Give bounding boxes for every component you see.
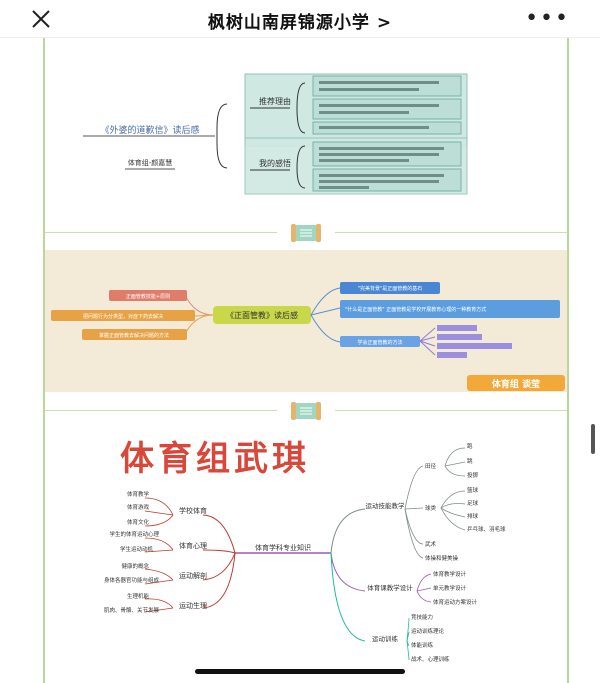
svg-text:把问题行为分类型，对症下药去解决: 把问题行为分类型，对症下药去解决 xyxy=(83,313,163,320)
svg-text:武术: 武术 xyxy=(425,540,437,548)
svg-text:体育教学: 体育教学 xyxy=(127,490,150,498)
svg-text:体育心理: 体育心理 xyxy=(179,541,207,550)
svg-text:健康的概念: 健康的概念 xyxy=(121,562,149,570)
svg-text:田径: 田径 xyxy=(425,462,437,470)
home-indicator xyxy=(195,669,405,674)
scrollbar[interactable] xyxy=(591,424,595,454)
svg-text:体能训练: 体能训练 xyxy=(411,641,434,649)
svg-text:体育教学设计: 体育教学设计 xyxy=(433,570,467,578)
svg-text:运动训练理论: 运动训练理论 xyxy=(411,627,445,635)
svg-text:运动生理: 运动生理 xyxy=(179,601,207,610)
mindmap-image-1: 《外婆的道歉信》读后感 体育组-颜嘉慧 推荐理由 我的感悟 xyxy=(83,73,468,195)
svg-text:身体各器官功能与组成: 身体各器官功能与组成 xyxy=(104,576,160,584)
mindmap-title: 体育组武琪 xyxy=(120,439,310,479)
svg-text:战术、心理训练: 战术、心理训练 xyxy=(411,655,450,663)
mindmap-image-2: 《正面管教》读后感 正面管教技能+原则 把问题行为分类型，对症下药去解决 掌握正… xyxy=(45,250,567,392)
svg-text:运动解剖: 运动解剖 xyxy=(179,571,207,580)
scroll-ornament-icon xyxy=(291,224,321,242)
section-divider xyxy=(45,218,567,248)
mindmap-center-label: 《外婆的道歉信》读后感 xyxy=(100,124,199,136)
scroll-ornament-icon xyxy=(291,402,321,420)
svg-text:体育课教学设计: 体育课教学设计 xyxy=(367,583,413,592)
svg-text:学生运动动机: 学生运动动机 xyxy=(120,545,154,553)
svg-text:投掷: 投掷 xyxy=(467,471,479,479)
top-bar: 枫树山南屏锦源小学 > ••• xyxy=(0,0,600,38)
svg-text:正面管教技能+原则: 正面管教技能+原则 xyxy=(126,293,170,300)
svg-text:体育游戏: 体育游戏 xyxy=(127,503,150,511)
svg-text:体操和健美操: 体操和健美操 xyxy=(425,554,459,562)
svg-text:体育文化: 体育文化 xyxy=(127,518,150,526)
svg-text:运动技能教学: 运动技能教学 xyxy=(366,501,406,510)
svg-text:球类: 球类 xyxy=(425,504,437,512)
close-icon[interactable] xyxy=(30,8,52,30)
section-divider xyxy=(45,396,567,426)
branch-label: 推荐理由 xyxy=(259,96,291,106)
svg-text:掌握正面管教去解决问题的方法: 掌握正面管教去解决问题的方法 xyxy=(99,332,169,339)
svg-text:乒乓球、羽毛球: 乒乓球、羽毛球 xyxy=(467,525,506,533)
svg-text:篮球: 篮球 xyxy=(467,486,479,494)
page-title[interactable]: 枫树山南屏锦源小学 > xyxy=(207,13,393,33)
svg-text:运动训练: 运动训练 xyxy=(372,634,399,643)
branch-label: 我的感悟 xyxy=(259,158,291,168)
mindmap-center-label: 《正面管教》读后感 xyxy=(226,310,298,320)
svg-text:肌肉、骨骼、关节发展: 肌肉、骨骼、关节发展 xyxy=(104,606,160,614)
more-options-icon[interactable]: ••• xyxy=(525,6,570,31)
svg-text:足球: 足球 xyxy=(467,499,479,507)
svg-text:生理机能: 生理机能 xyxy=(127,592,150,600)
svg-text:排球: 排球 xyxy=(467,512,479,520)
svg-text:体育运动方案设计: 体育运动方案设计 xyxy=(433,598,478,606)
svg-text:学校体育: 学校体育 xyxy=(179,506,207,515)
svg-text:学生的体育运动心理: 学生的体育运动心理 xyxy=(109,530,159,538)
svg-text:"完美背景"是正面管教的基石: "完美背景"是正面管教的基石 xyxy=(358,285,423,292)
article-frame xyxy=(43,38,569,683)
mindmap-author-label: 体育组-颜嘉慧 xyxy=(128,158,173,167)
author-tag: 体育组 谈莹 xyxy=(492,378,540,390)
svg-text:"什么是正面管教" 正面管教是学校开展教育心理的一种教育方: "什么是正面管教" 正面管教是学校开展教育心理的一种教育方式 xyxy=(345,306,486,313)
svg-text:学会正面管教的方法: 学会正面管教的方法 xyxy=(357,339,402,346)
svg-text:跳: 跳 xyxy=(467,457,473,465)
svg-text:竞技能力: 竞技能力 xyxy=(411,613,433,621)
svg-text:跑: 跑 xyxy=(467,442,473,450)
mindmap-image-3: 体育组武琪 体育学科专业知识 学校体育 体育心理 运动解剖 运动生理 体育教学 … xyxy=(104,439,506,663)
svg-text:单元教学设计: 单元教学设计 xyxy=(433,584,467,592)
mindmap-center-label: 体育学科专业知识 xyxy=(255,543,311,552)
